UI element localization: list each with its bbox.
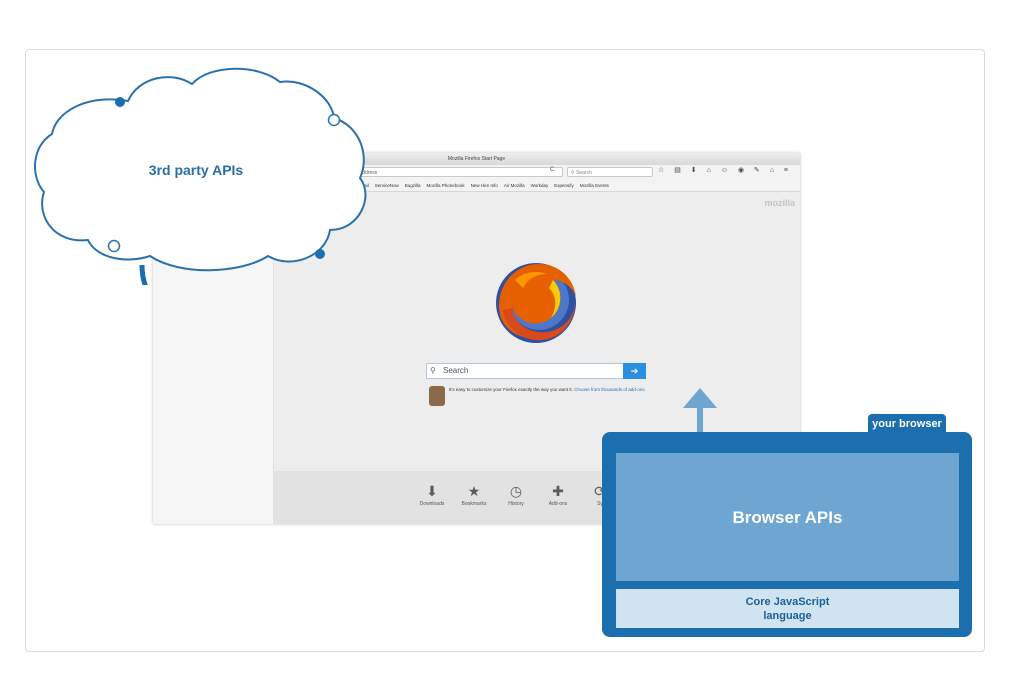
snippet: It's easy to customize your Firefox exac… bbox=[449, 387, 649, 393]
clock-icon: ◷ bbox=[509, 483, 523, 499]
bookmark-item[interactable]: Air Mozilla bbox=[503, 183, 525, 188]
core-label-line1: Core JavaScript bbox=[745, 596, 830, 608]
footer-item-addons[interactable]: ✚ Add-ons bbox=[535, 484, 581, 507]
mozilla-brand: mozilla bbox=[764, 198, 795, 208]
toolbar-search-input[interactable]: ⚲ Search bbox=[567, 167, 653, 177]
bookmark-item[interactable]: Bugzilla bbox=[404, 183, 421, 188]
cloud-label: 3rd party APIs bbox=[148, 162, 244, 178]
start-search-placeholder: Search bbox=[443, 366, 469, 375]
up-arrow bbox=[683, 388, 717, 454]
puzzle-icon: ✚ bbox=[552, 483, 564, 499]
cloud-node-hollow bbox=[107, 239, 121, 253]
bookmark-item[interactable]: New Hire Info bbox=[470, 183, 498, 188]
firefox-logo-icon bbox=[496, 263, 576, 343]
bookmark-item[interactable]: Mozilla Events bbox=[579, 183, 609, 188]
search-icon: ⚲ bbox=[430, 366, 436, 375]
snippet-link[interactable]: Choose from thousands of add-ons. bbox=[574, 387, 646, 392]
bookmark-item[interactable]: Workday bbox=[530, 183, 549, 188]
footer-item-sync[interactable]: ⟳ Sy bbox=[577, 484, 623, 507]
snippet-text: It's easy to customize your Firefox exac… bbox=[449, 387, 573, 392]
star-icon: ★ bbox=[467, 483, 481, 499]
cloud-node-hollow bbox=[327, 113, 341, 127]
cloud-node-filled bbox=[115, 97, 125, 107]
search-icon: ⚲ bbox=[571, 170, 577, 176]
search-go-button[interactable]: ➔ bbox=[623, 363, 646, 379]
footer-item-downloads[interactable]: ⬇ Downloads bbox=[409, 484, 455, 507]
bookmark-item[interactable]: Expensify bbox=[554, 183, 574, 188]
reload-icon[interactable]: C bbox=[550, 167, 555, 173]
cloud-shape bbox=[33, 67, 367, 285]
browser-apis-panel: Browser APIs bbox=[616, 453, 959, 581]
cloud-node-filled bbox=[315, 249, 325, 259]
core-javascript-panel: Core JavaScript language bbox=[616, 589, 959, 628]
download-icon: ⬇ bbox=[426, 483, 438, 499]
snippet-icon bbox=[429, 386, 445, 406]
footer-item-history[interactable]: ◷ History bbox=[493, 484, 539, 507]
footer-item-bookmarks[interactable]: ★ Bookmarks bbox=[451, 484, 497, 507]
toolbar-icons[interactable]: ☆ ▤ ⬇ ⌂ ☺ ◉ ✎ ⌂ ≡ bbox=[658, 167, 792, 174]
up-arrow-head-icon bbox=[683, 388, 717, 408]
bookmark-item[interactable]: ServiceNow bbox=[374, 183, 399, 188]
core-label-line2: language bbox=[763, 610, 812, 622]
url-bar[interactable]: l address bbox=[353, 167, 563, 177]
sync-icon: ⟳ bbox=[594, 483, 606, 499]
bookmark-item[interactable]: Mozilla Phonebook bbox=[426, 183, 465, 188]
curved-arrow bbox=[139, 264, 148, 285]
start-search-input[interactable]: ⚲ Search bbox=[426, 363, 646, 379]
your-browser-tab: your browser bbox=[868, 414, 946, 434]
up-arrow-shaft bbox=[697, 408, 703, 454]
toolbar-search-placeholder: Search bbox=[576, 170, 592, 176]
